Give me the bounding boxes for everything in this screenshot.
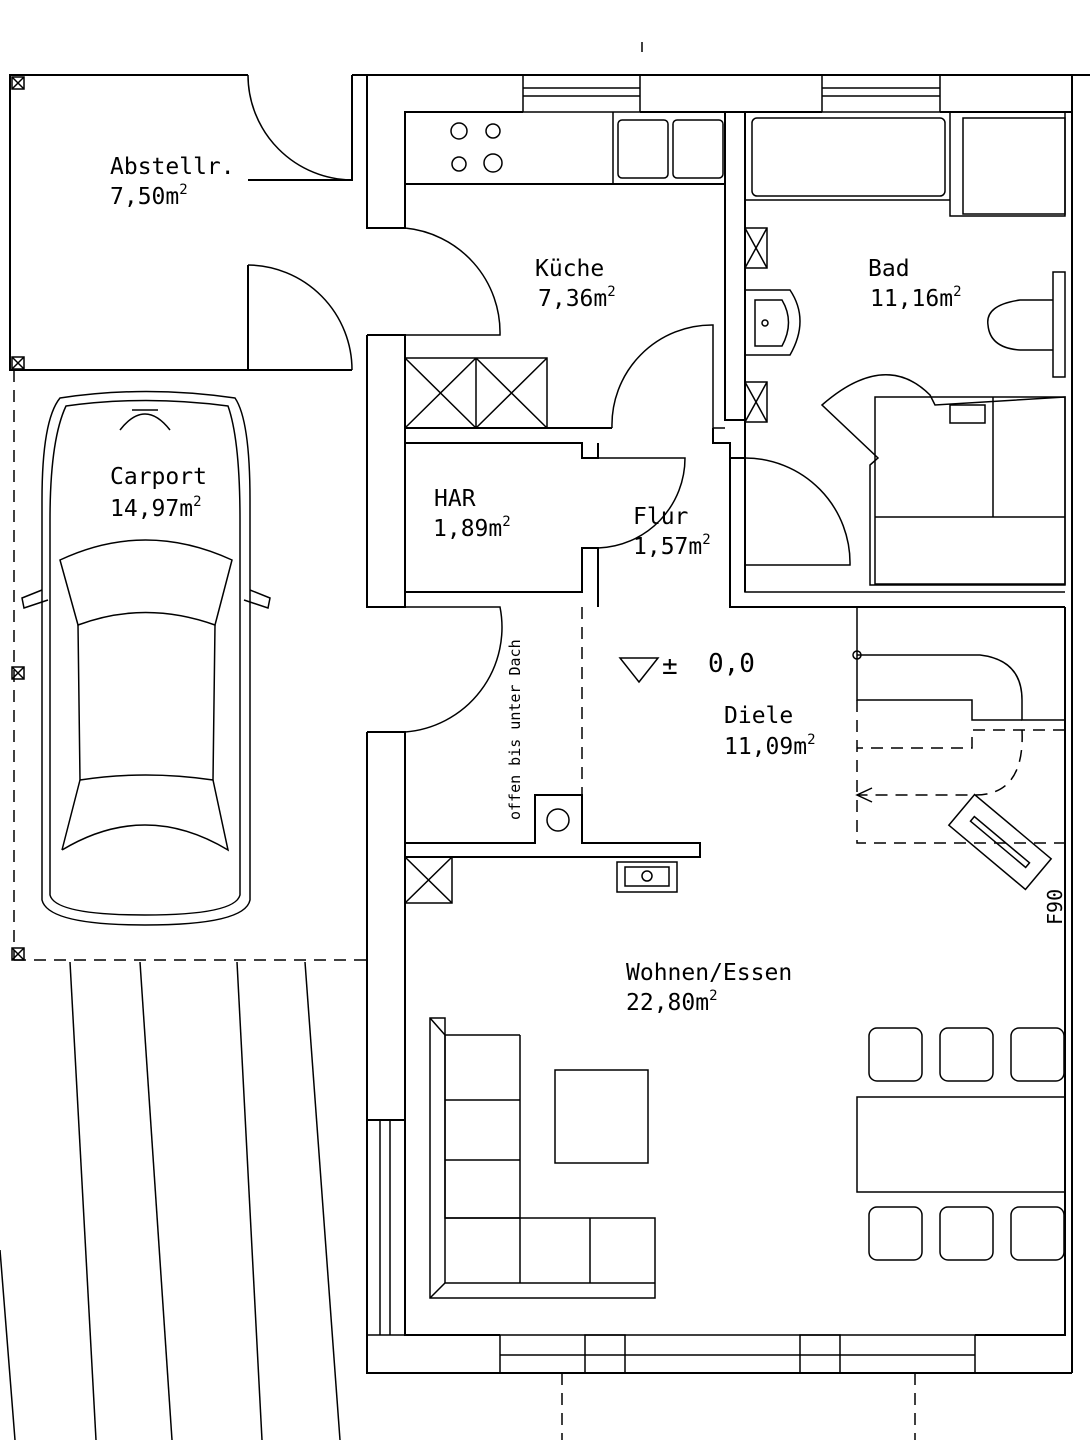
room-area-flur: 1,57m2 bbox=[633, 532, 711, 560]
room-name-flur: Flur bbox=[633, 504, 688, 530]
storage-room-walls bbox=[9, 74, 353, 961]
level-symbol: ± bbox=[662, 651, 678, 681]
room-name-kueche: Küche bbox=[535, 256, 604, 282]
car-symbol bbox=[21, 390, 271, 926]
room-area-kueche: 7,36m2 bbox=[538, 284, 616, 312]
room-name-carport: Carport bbox=[110, 464, 207, 490]
room-area-bad: 11,16m2 bbox=[870, 284, 962, 312]
room-name-abstellraum: Abstellr. bbox=[110, 154, 235, 180]
room-area-har: 1,89m2 bbox=[433, 514, 511, 542]
room-area-wohnen: 22,80m2 bbox=[626, 988, 718, 1016]
fire-door-rating: F90 bbox=[1043, 889, 1067, 925]
level-value: 0,0 bbox=[708, 649, 755, 679]
room-area-diele: 11,09m2 bbox=[724, 732, 816, 760]
room-name-diele: Diele bbox=[724, 703, 793, 729]
room-name-har: HAR bbox=[434, 486, 476, 512]
staircase bbox=[852, 607, 1065, 891]
carport-boundary bbox=[0, 42, 643, 1440]
room-name-bad: Bad bbox=[868, 256, 910, 282]
level-marker-icon bbox=[618, 657, 660, 684]
room-area-carport: 14,97m2 bbox=[110, 494, 202, 522]
room-name-wohnen: Wohnen/Essen bbox=[626, 960, 792, 986]
open-to-roof-note: offen bis unter Dach bbox=[506, 639, 524, 820]
bathroom-fixtures bbox=[744, 111, 1066, 586]
living-furniture bbox=[429, 1017, 1066, 1299]
room-area-abstellraum: 7,50m2 bbox=[110, 182, 188, 210]
